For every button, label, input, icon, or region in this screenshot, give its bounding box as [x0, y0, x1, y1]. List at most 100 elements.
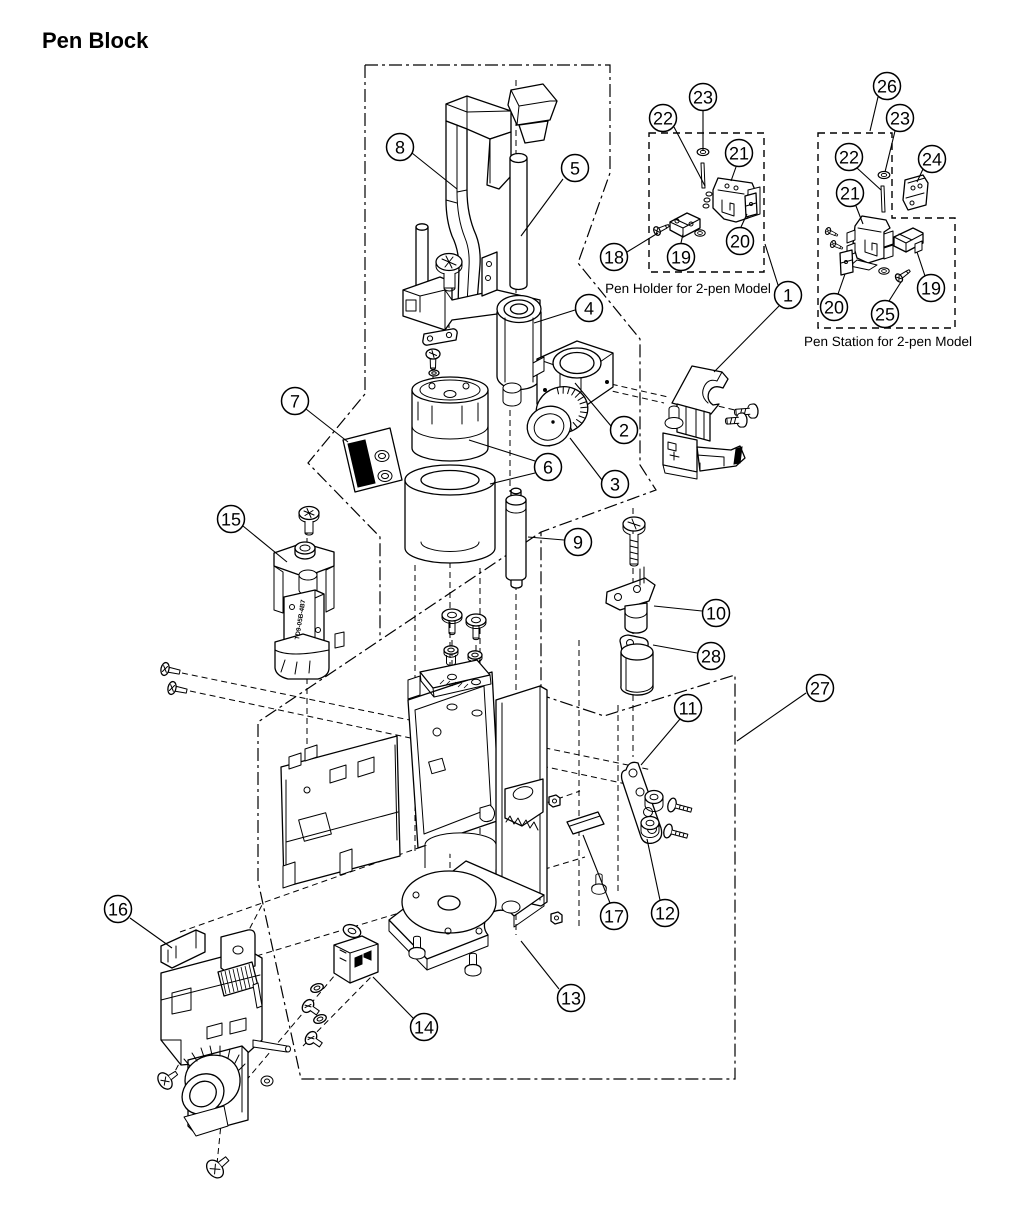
callout-1-leader — [764, 243, 779, 286]
part-16-pen-station — [160, 929, 291, 1137]
callout-24-leader — [916, 168, 924, 183]
pen-holder-box-label: Pen Holder for 2-pen Model — [605, 281, 771, 296]
callout-7-number: 7 — [290, 392, 300, 412]
callout-20-leader — [837, 273, 846, 295]
callout-20-leader — [740, 213, 748, 228]
part-square-nuts — [548, 794, 563, 925]
callout-9-leader — [527, 536, 565, 541]
callout-4-bubble — [574, 293, 604, 323]
callout-22-leader — [673, 126, 706, 187]
knurled-knob — [181, 1045, 246, 1115]
callout-25-leader — [888, 281, 902, 302]
parts-drawings: TD9-05B-4B7 — [157, 83, 929, 1179]
part-21b — [846, 215, 894, 271]
callout-2-number: 2 — [619, 421, 629, 441]
callout-12-number: 12 — [655, 904, 675, 924]
callout-6: 6 — [468, 439, 563, 485]
callout-11-number: 11 — [679, 699, 698, 719]
callout-3-bubble — [600, 469, 630, 499]
part-20b — [839, 249, 854, 276]
callout-20: 20 — [819, 273, 849, 322]
callout-19: 19 — [666, 233, 696, 272]
callout-17: 17 — [582, 834, 629, 931]
callout-16: 16 — [103, 894, 173, 949]
callout-8-number: 8 — [395, 138, 405, 158]
part-12-spacers-screws — [640, 789, 693, 839]
callout-2-bubble — [609, 415, 639, 445]
callout-19-number: 19 — [921, 279, 941, 299]
callout-22: 22 — [648, 103, 706, 187]
part-19b — [893, 227, 924, 254]
callout-9: 9 — [527, 527, 593, 557]
callout-14-leader — [372, 976, 414, 1019]
callout-27-number: 27 — [810, 679, 830, 699]
callout-19-bubble — [916, 273, 946, 303]
part-chassis-screws-left — [160, 661, 188, 696]
callout-19-leader — [916, 251, 926, 277]
callout-18-bubble — [599, 242, 629, 272]
part-shoulder-screws — [441, 608, 487, 672]
part-chassis-left-plate — [280, 735, 401, 889]
part-link-plate — [422, 328, 458, 346]
callout-27: 27 — [736, 673, 835, 742]
callout-20-number: 20 — [730, 232, 750, 252]
pen-station-box-outline — [817, 132, 956, 329]
callout-23: 23 — [688, 82, 718, 150]
part-10-bracket — [605, 516, 656, 634]
callout-5-number: 5 — [570, 159, 580, 179]
part-5-pen-shaft — [509, 152, 528, 291]
part-15-solenoid: TD9-05B-4B7 — [273, 505, 345, 680]
callout-24-bubble — [917, 144, 947, 174]
callout-25-number: 25 — [875, 305, 895, 325]
callout-28: 28 — [652, 641, 726, 671]
callout-9-number: 9 — [573, 533, 583, 553]
callout-20-number: 20 — [824, 298, 844, 318]
callout-2-leader — [574, 382, 612, 427]
callout-10-leader — [653, 605, 703, 612]
callout-20-bubble — [819, 292, 849, 322]
callout-12: 12 — [646, 838, 680, 928]
callout-21-number: 21 — [840, 184, 860, 204]
callout-17-number: 17 — [604, 907, 624, 927]
callout-4-leader — [533, 309, 576, 324]
callout-8: 8 — [385, 132, 458, 190]
callout-12-bubble — [650, 898, 680, 928]
callout-21: 21 — [835, 178, 865, 225]
part-3-lift-knob — [526, 386, 589, 447]
callout-1-bubble — [773, 280, 803, 310]
callout-5-bubble — [560, 153, 590, 183]
part-6-coil-lower — [404, 464, 496, 564]
callout-19-leader — [680, 233, 684, 244]
callout-16-number: 16 — [108, 900, 128, 920]
callout-25: 25 — [870, 281, 902, 329]
callout-13-leader — [520, 940, 560, 990]
callout-18-number: 18 — [604, 248, 624, 268]
callout-3-number: 3 — [610, 475, 620, 495]
callout-20: 20 — [725, 213, 755, 256]
callout-25-bubble — [870, 299, 900, 329]
callout-18: 18 — [599, 232, 659, 272]
callout-13-bubble — [556, 983, 586, 1013]
callout-21-number: 21 — [729, 144, 749, 164]
pen-station-box-label: Pen Station for 2-pen Model — [804, 334, 972, 349]
callout-13: 13 — [520, 940, 586, 1013]
callout-24-number: 24 — [922, 150, 942, 170]
callout-26-number: 26 — [877, 77, 897, 97]
callout-8-bubble — [385, 132, 415, 162]
callout-10-number: 10 — [706, 604, 726, 624]
callout-22-number: 22 — [653, 109, 673, 129]
callout-15-bubble — [216, 504, 246, 534]
callout-13-number: 13 — [561, 989, 581, 1009]
callout-22-leader — [856, 167, 882, 191]
part-9-damper — [505, 487, 527, 589]
callout-28-number: 28 — [701, 647, 721, 667]
callout-2: 2 — [574, 382, 639, 445]
callout-11: 11 — [640, 693, 703, 766]
callout-21: 21 — [724, 138, 754, 182]
part-19a — [669, 212, 701, 238]
callout-16-leader — [129, 917, 173, 949]
callout-1: 1 — [713, 243, 803, 373]
